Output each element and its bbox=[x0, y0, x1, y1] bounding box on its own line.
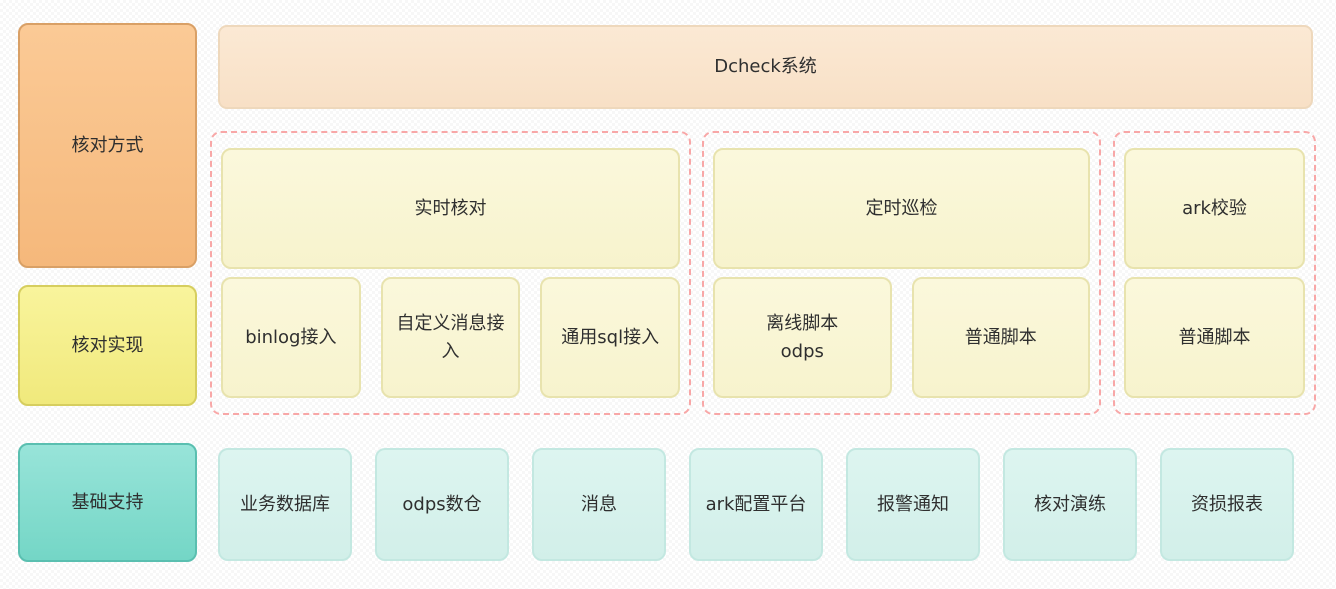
base-item-loss-report: 资损报表 bbox=[1160, 448, 1294, 561]
group-scheduled-inspection-header-text: 定时巡检 bbox=[865, 197, 938, 219]
group-ark-verification-header: ark校验 bbox=[1124, 148, 1305, 269]
base-item-loss-report-text: 资损报表 bbox=[1191, 493, 1263, 515]
dcheck-system-banner: Dcheck系统 bbox=[218, 25, 1313, 109]
dcheck-system-banner-text: Dcheck系统 bbox=[714, 56, 817, 78]
group-realtime-check-items: binlog接入 自定义消息接入 通用sql接入 bbox=[221, 277, 681, 398]
item-binlog-access: binlog接入 bbox=[221, 277, 361, 398]
base-item-business-database: 业务数据库 bbox=[218, 448, 352, 561]
group-scheduled-inspection-header: 定时巡检 bbox=[713, 148, 1090, 269]
row-label-check-implementation: 核对实现 bbox=[18, 285, 197, 406]
row-label-base-support-text: 基础支持 bbox=[71, 491, 144, 513]
row-label-check-method: 核对方式 bbox=[18, 23, 197, 268]
group-ark-verification-items: 普通脚本 bbox=[1124, 277, 1305, 398]
base-item-check-drill: 核对演练 bbox=[1003, 448, 1137, 561]
group-scheduled-inspection: 定时巡检 离线脚本 odps 普通脚本 bbox=[702, 131, 1101, 415]
base-item-alarm-notification-text: 报警通知 bbox=[877, 493, 949, 515]
base-item-ark-config-platform: ark配置平台 bbox=[689, 448, 823, 561]
item-offline-script-odps: 离线脚本 odps bbox=[713, 277, 892, 398]
group-ark-verification-header-text: ark校验 bbox=[1182, 197, 1247, 219]
base-item-business-database-text: 业务数据库 bbox=[240, 493, 330, 515]
group-ark-verification: ark校验 普通脚本 bbox=[1113, 131, 1316, 415]
base-item-alarm-notification: 报警通知 bbox=[846, 448, 980, 561]
group-realtime-check-header-text: 实时核对 bbox=[414, 197, 487, 219]
base-item-odps-warehouse: odps数仓 bbox=[375, 448, 509, 561]
item-custom-message-access: 自定义消息接入 bbox=[380, 277, 521, 398]
item-binlog-access-text: binlog接入 bbox=[245, 326, 337, 348]
item-custom-message-access-text: 自定义消息接入 bbox=[396, 312, 505, 362]
item-offline-script-odps-text: 离线脚本 odps bbox=[766, 312, 839, 362]
item-generic-sql-access: 通用sql接入 bbox=[540, 277, 681, 398]
base-item-message-text: 消息 bbox=[581, 493, 617, 515]
group-realtime-check: 实时核对 binlog接入 自定义消息接入 通用sql接入 bbox=[210, 131, 691, 415]
base-item-message: 消息 bbox=[532, 448, 666, 561]
item-normal-script-ark-text: 普通脚本 bbox=[1178, 326, 1251, 348]
base-item-ark-config-platform-text: ark配置平台 bbox=[705, 493, 807, 515]
item-normal-script-scheduled-text: 普通脚本 bbox=[964, 326, 1037, 348]
group-realtime-check-header: 实时核对 bbox=[221, 148, 680, 269]
base-item-check-drill-text: 核对演练 bbox=[1034, 493, 1106, 515]
item-normal-script-ark: 普通脚本 bbox=[1124, 277, 1305, 398]
row-label-base-support: 基础支持 bbox=[18, 443, 197, 562]
base-support-row: 业务数据库 odps数仓 消息 ark配置平台 报警通知 核对演练 资损报表 bbox=[218, 448, 1294, 561]
group-scheduled-inspection-items: 离线脚本 odps 普通脚本 bbox=[713, 277, 1090, 398]
item-normal-script-scheduled: 普通脚本 bbox=[911, 277, 1090, 398]
item-generic-sql-access-text: 通用sql接入 bbox=[561, 326, 660, 348]
base-item-odps-warehouse-text: odps数仓 bbox=[402, 493, 482, 515]
row-label-check-implementation-text: 核对实现 bbox=[71, 334, 144, 356]
row-label-check-method-text: 核对方式 bbox=[71, 134, 144, 156]
